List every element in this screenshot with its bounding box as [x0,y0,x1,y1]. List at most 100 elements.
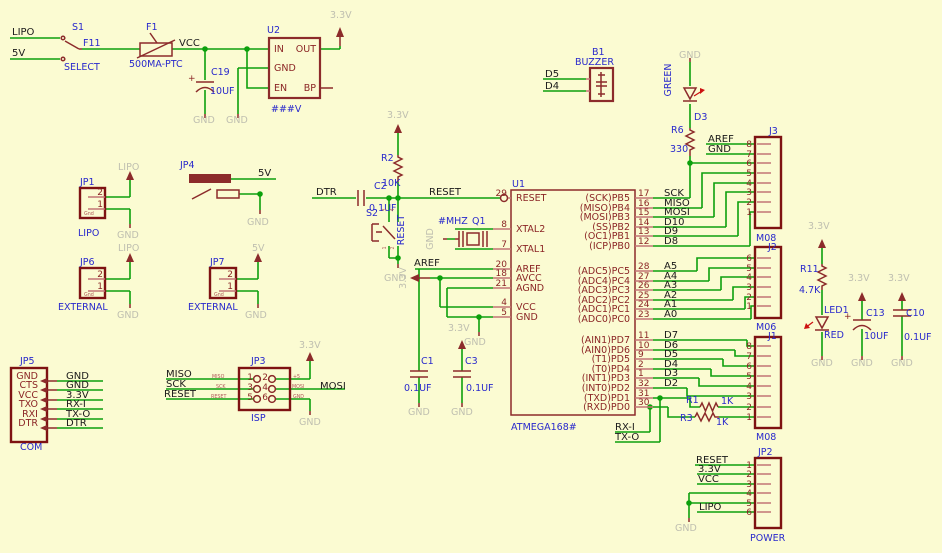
jp7-pin1: 1 [227,282,233,292]
u1-pb2: (SS)PB2 [592,222,630,233]
c3-name: C3 [465,356,478,367]
connector-jp2 [753,456,783,530]
j3-num-7: 7 [746,150,752,160]
u1-num-7: 7 [501,240,507,250]
net-lipo: LIPO [12,27,35,38]
net-txo-u1: TX-O [614,432,639,443]
net-d3: D3 [664,368,678,379]
j3-num-4: 4 [746,179,752,189]
gnd-c1: GND [408,407,430,418]
j1-num-3: 3 [746,392,752,402]
j3-num-5: 5 [746,169,752,179]
j2-name: J2 [767,242,777,253]
j1-num-7: 7 [746,352,752,362]
jp3-num-6: 6 [262,393,268,403]
u1-pin-reset: RESET [516,193,547,204]
c2-value: 0.1UF [369,203,397,214]
net-reset-jp3: RESET [164,389,197,400]
u1-pd5: (T1)PD5 [592,354,630,365]
net-33-jp2: 3.3V [698,464,721,475]
connector-jp6 [78,266,107,300]
r1-name: R1 [686,395,699,406]
jp5-pin-cts: CTS [20,380,38,391]
net-miso-jp3: MISO [166,369,192,380]
j1-num-5: 5 [746,372,752,382]
r3-name: R3 [680,413,693,424]
jp7-pin2: 2 [227,270,233,280]
u1-pd3: (INT1)PD3 [582,373,630,384]
connector-jp3-isp [237,366,292,412]
gnd-c19: GND [193,115,215,126]
j3-value: M08 [756,233,776,244]
j2-value: M06 [756,322,776,333]
jp5-net-dtr: DTR [66,418,87,429]
gnd-u2: GND [226,115,248,126]
net-5v-jp4: 5V [258,168,271,179]
jp5-pin-rxi: RXI [22,409,38,420]
jp3-tiny-plus5: +5 [293,374,300,380]
sup-33-r11: 3.3V [808,221,830,232]
net-dtr: DTR [316,187,337,198]
jp1-pin2: 2 [97,188,103,198]
net-miso: MISO [664,198,690,209]
net-d9: D9 [664,226,678,237]
connector-j3 [753,135,783,230]
u1-num-31: 31 [638,389,649,399]
u1-num-8: 8 [501,220,507,230]
u1-pb0: (ICP)PB0 [589,241,630,252]
c19-plus: + [188,74,196,84]
jp2-num-2: 2 [746,470,752,480]
net-a0: A0 [664,309,677,320]
jp6-gnd-tiny: Gnd [84,292,94,298]
sup-lipo-jp1: LIPO [118,162,139,173]
jp3-num-1: 1 [247,373,253,383]
b1-name: B1 [592,47,605,58]
connector-j1 [753,335,783,430]
u1-pc2: (ADC2)PC2 [578,295,630,306]
j1-num-8: 8 [746,342,752,352]
jp2-name: JP2 [757,447,773,458]
net-d4: D4 [664,359,678,370]
u1-num-17: 17 [638,189,649,199]
net-d6: D6 [664,340,678,351]
s2-pin1: 1 [382,246,388,249]
jp1-name: JP1 [79,177,95,188]
resistor-r6 [684,128,696,156]
q1-name: Q1 [472,216,486,227]
net-d10: D10 [664,217,684,228]
jp5-name: JP5 [19,356,35,367]
s1-f11: F11 [83,38,101,49]
jp5-pin-vcc: VCC [18,390,38,401]
net-d4-b1: D4 [545,81,559,92]
gnd-q1: GND [425,228,436,250]
jack-jp4 [189,174,240,200]
net-vcc-jp2: VCC [698,474,719,485]
u1-pd7: (AIN1)PD7 [581,335,630,346]
r3-value: 1K [716,417,729,428]
u1-num-27: 27 [638,272,649,282]
u1-pd1: (TXD)PD1 [584,393,630,404]
u1-num-26: 26 [638,281,650,291]
j3-num-3: 3 [746,188,752,198]
u1-pc1: (ADC1)PC1 [578,304,630,315]
u1-num-20: 20 [496,260,508,270]
jp3-num-4: 4 [262,383,268,393]
u1-num-15: 15 [638,208,649,218]
jp1-pin1: 1 [97,200,103,210]
jp5-net-gnd2: GND [66,380,89,391]
regulator-u2 [267,36,333,100]
connector-j2 [753,245,783,320]
ground-stubs [129,58,903,522]
net-sck-jp3: SCK [166,379,186,390]
net-reset-u1: RESET [429,187,462,198]
resistor-r3 [694,411,719,423]
j1-num-2: 2 [746,403,752,413]
u1-num-16: 16 [638,199,650,209]
r11-value: 4.7K [799,285,821,296]
jp7-label: EXTERNAL [188,302,238,313]
r2-name: R2 [381,153,394,164]
net-d8: D8 [664,236,678,247]
u1-pc0: (ADC0)PC0 [578,314,630,325]
jp2-label: POWER [750,533,786,544]
